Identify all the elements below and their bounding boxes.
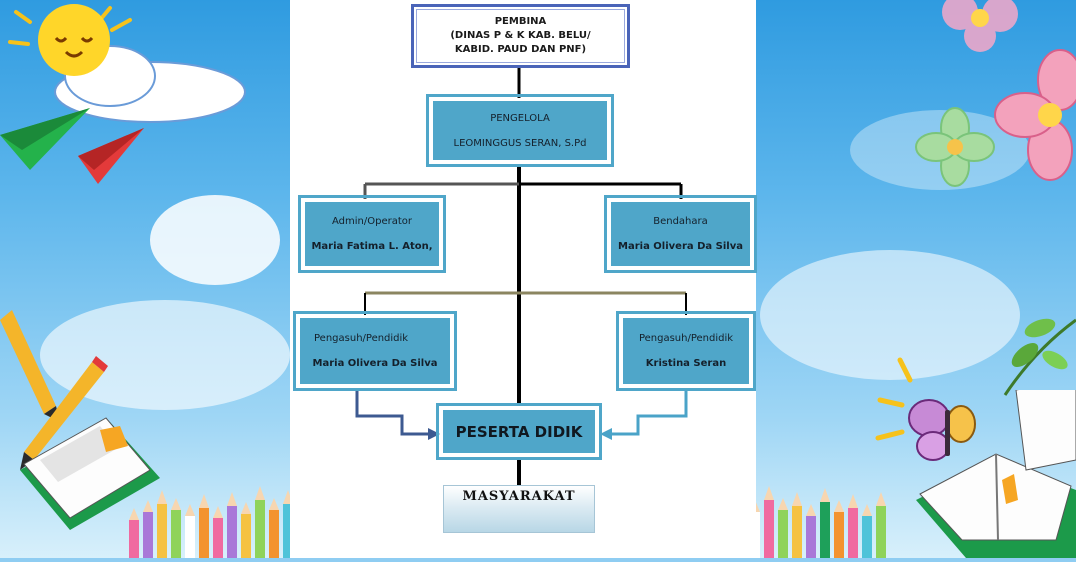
admin-role: Admin/Operator <box>332 216 412 227</box>
pengelola-name: LEOMINGGUS SERAN, S.Pd <box>453 137 587 149</box>
pembina-line: (DINAS P & K KAB. BELU/ <box>450 30 591 41</box>
sun-icon <box>8 4 246 123</box>
pembina-box: PEMBINA (DINAS P & K KAB. BELU/ KABID. P… <box>411 4 630 68</box>
masyarakat-box: MASYARAKAT <box>443 485 595 533</box>
cloud <box>760 250 1020 380</box>
admin-box: Admin/Operator Maria Fatima L. Aton, <box>298 195 446 273</box>
pengasuh-left-name: Maria Olivera Da Silva <box>312 358 438 369</box>
cloud <box>150 195 280 285</box>
bendahara-role: Bendahara <box>653 216 708 227</box>
pengasuh-right-role: Pengasuh/Pendidik <box>638 333 734 344</box>
peserta-didik-label: PESERTA DIDIK <box>455 422 583 441</box>
pengelola-role: PENGELOLA <box>490 112 550 124</box>
pengasuh-left-role: Pengasuh/Pendidik <box>314 333 409 344</box>
pengasuh-right-name: Kristina Seran <box>645 358 727 369</box>
pencil-icon <box>0 310 108 470</box>
peserta-didik-box: PESERTA DIDIK <box>436 403 602 460</box>
masyarakat-label: MASYARAKAT <box>462 489 576 504</box>
bendahara-name: Maria Olivera Da Silva <box>618 241 743 252</box>
sparkle-icon <box>875 357 913 441</box>
open-book-icon <box>916 390 1076 558</box>
butterfly-icon <box>908 399 976 461</box>
open-book-icon <box>20 417 160 530</box>
paper-plane-icon <box>78 128 144 184</box>
leaf-branch-icon <box>1003 318 1076 396</box>
paper-plane-icon <box>0 108 90 170</box>
flower-icon <box>915 0 1076 187</box>
bendahara-box: Bendahara Maria Olivera Da Silva <box>604 195 757 273</box>
pembina-line: KABID. PAUD DAN PNF) <box>454 44 587 55</box>
pengelola-box: PENGELOLA LEOMINGGUS SERAN, S.Pd <box>426 94 614 167</box>
pengasuh-left-box: Pengasuh/Pendidik Maria Olivera Da Silva <box>293 311 457 391</box>
pembina-title: PEMBINA <box>494 16 547 27</box>
admin-name: Maria Fatima L. Aton, <box>311 241 433 252</box>
org-chart-panel <box>290 0 756 558</box>
pengasuh-right-box: Pengasuh/Pendidik Kristina Seran <box>616 311 756 391</box>
